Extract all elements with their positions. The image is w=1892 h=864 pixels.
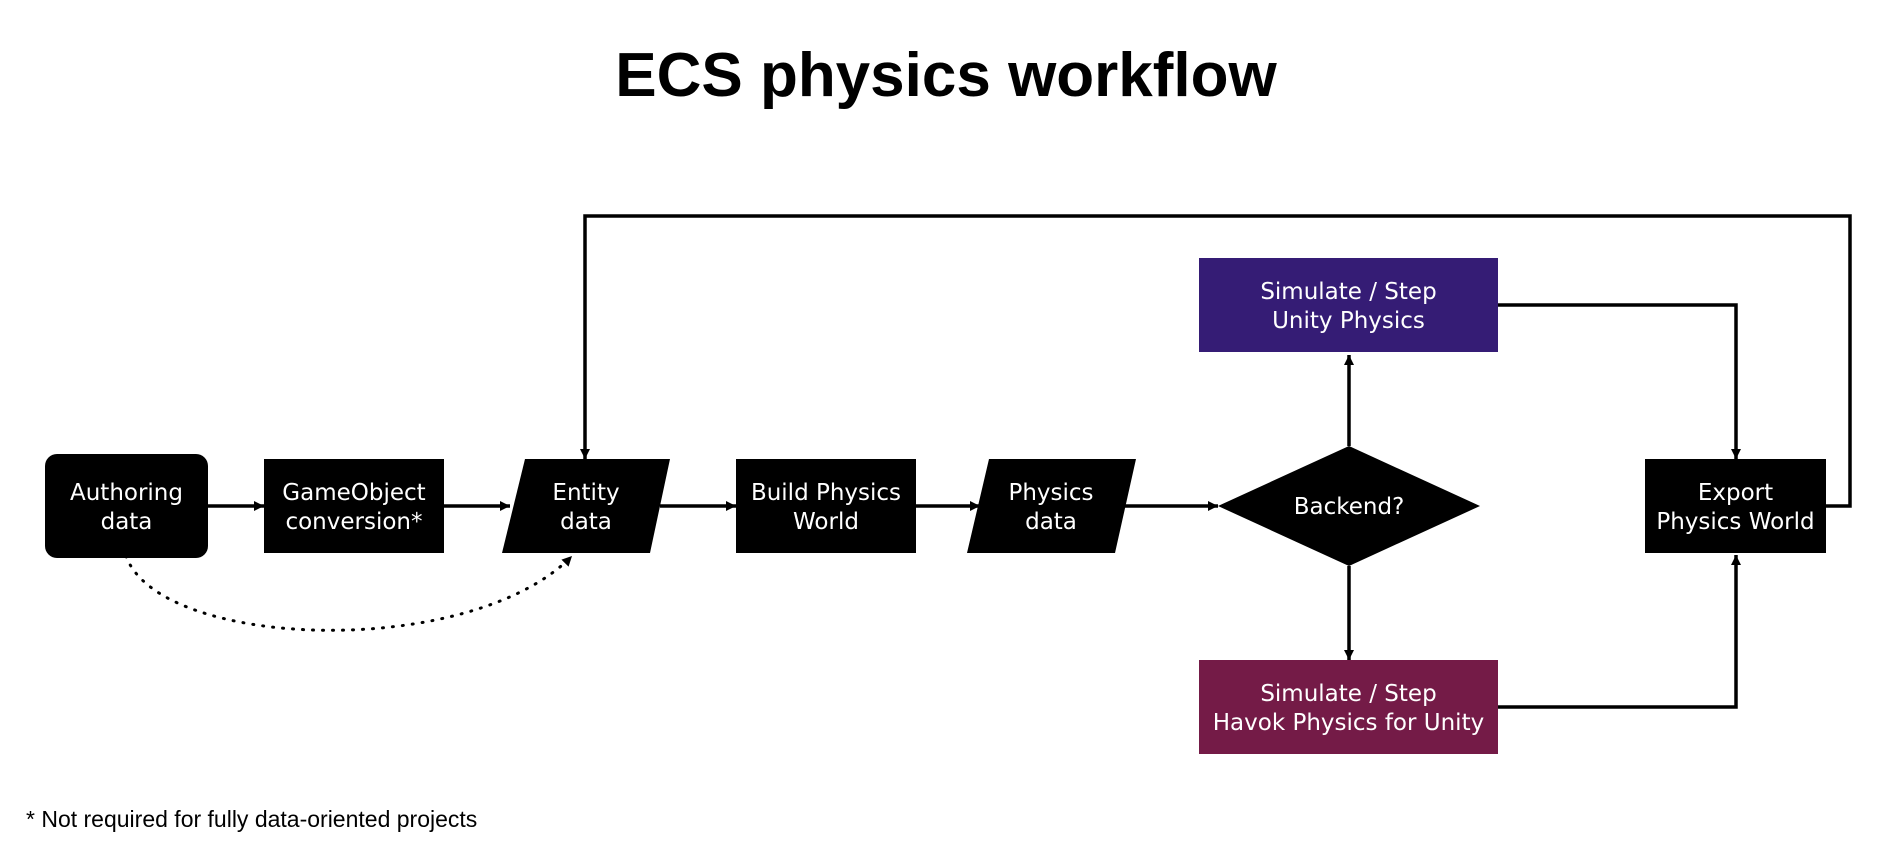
physics-data-label-line1: Physics	[1008, 480, 1093, 506]
entity-label-line1: Entity	[552, 480, 619, 506]
physics-data-label-line2: data	[1025, 509, 1077, 535]
dotted-arrow-authoring-to-entity	[124, 554, 574, 632]
node-physics-data: Physics data	[967, 459, 1136, 553]
authoring-label-line1: Authoring	[70, 480, 183, 506]
node-simulate-unity-physics: Simulate / Step Unity Physics	[1199, 258, 1498, 352]
backend-label: Backend?	[1294, 494, 1405, 520]
diagram-title: ECS physics workflow	[615, 41, 1277, 110]
node-gameobject-conversion: GameObject conversion*	[264, 459, 444, 553]
export-label-line2: Physics World	[1656, 509, 1814, 535]
unity-label-line1: Simulate / Step	[1260, 279, 1436, 305]
havok-label-line2: Havok Physics for Unity	[1213, 710, 1484, 736]
arrow-unity-to-export	[1498, 303, 1741, 459]
arrow-export-loop-to-entity	[580, 214, 1852, 508]
havok-label-line1: Simulate / Step	[1260, 681, 1436, 707]
node-authoring-data: Authoring data	[45, 454, 208, 558]
build-label-line2: World	[793, 509, 859, 535]
unity-label-line2: Unity Physics	[1272, 308, 1425, 334]
arrow-havok-to-export	[1498, 555, 1741, 709]
node-backend-decision: Backend?	[1218, 446, 1480, 566]
authoring-label-line2: data	[101, 509, 153, 535]
entity-label-line2: data	[560, 509, 612, 535]
footnote: * Not required for fully data-oriented p…	[26, 806, 478, 832]
build-label-line1: Build Physics	[751, 480, 901, 506]
node-simulate-havok-physics: Simulate / Step Havok Physics for Unity	[1199, 660, 1498, 754]
node-export-physics-world: Export Physics World	[1645, 459, 1826, 553]
node-entity-data: Entity data	[502, 459, 670, 553]
export-label-line1: Export	[1698, 480, 1773, 506]
gameobject-label-line1: GameObject	[282, 480, 425, 506]
gameobject-label-line2: conversion*	[285, 509, 422, 535]
node-build-physics-world: Build Physics World	[736, 459, 916, 553]
